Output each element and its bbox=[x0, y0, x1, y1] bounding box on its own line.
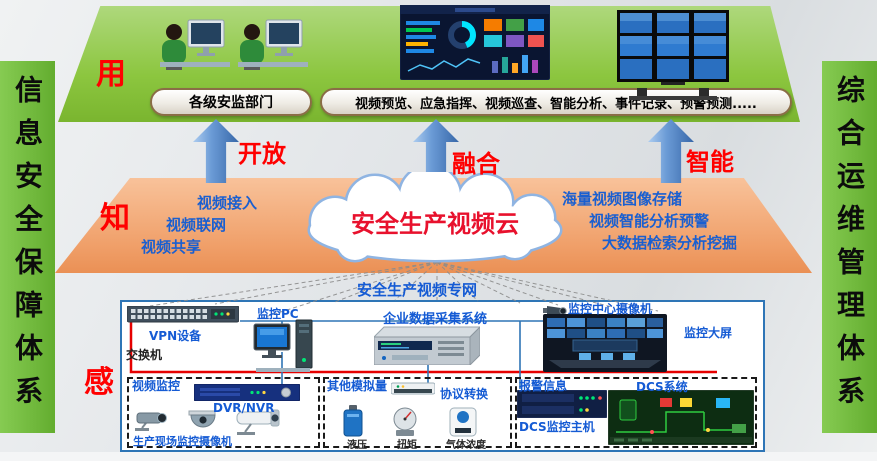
note-smart-analysis: 视频智能分析预警 bbox=[589, 212, 710, 230]
dvr-nvr-label: DVR/NVR bbox=[213, 401, 275, 415]
video-wall-image bbox=[617, 10, 729, 100]
functions-box: 视频预览、应急指挥、视频巡查、智能分析、事件记录、预警预测..... bbox=[320, 88, 792, 116]
dcs-system-label: DCS系统 bbox=[636, 380, 688, 394]
control-room-image bbox=[543, 314, 667, 372]
note-video-access: 视频接入 bbox=[197, 194, 258, 212]
vpn-device-label: VPN设备 bbox=[149, 329, 202, 343]
daq-system-label: 企业数据采集系统 bbox=[383, 312, 488, 327]
dept-box: 各级安监部门 bbox=[150, 88, 312, 116]
dvr-nvr-image bbox=[194, 384, 300, 401]
sensor-label-torque: 扭矩 bbox=[397, 440, 417, 451]
site-cameras-label: 生产现场监控摄像机 bbox=[133, 435, 232, 448]
sidebar-left-text: 信息安全保障体系 bbox=[11, 75, 44, 419]
center-camera-label: 监控中心摄像机 bbox=[568, 302, 653, 316]
converter-label: 协议转换 bbox=[440, 387, 489, 401]
sidebar-right-ops-management: 综合运维管理体系 bbox=[822, 61, 877, 433]
arrow-label-intelligent: 智能 bbox=[686, 148, 734, 176]
note-video-network: 视频联网 bbox=[166, 216, 227, 234]
ptz-camera-icon bbox=[543, 306, 567, 316]
monitor-pc-image bbox=[253, 319, 313, 372]
private-network-label: 安全生产视频专网 bbox=[357, 281, 478, 299]
sensor-label-hydraulic: 液压 bbox=[347, 440, 367, 451]
video-group-box bbox=[127, 377, 320, 448]
tag-sense: 感 bbox=[84, 365, 114, 400]
note-video-share: 视频共享 bbox=[141, 238, 202, 256]
note-mass-storage: 海量视频图像存储 bbox=[562, 190, 683, 208]
dashboard-screenshot-image bbox=[400, 5, 550, 80]
sidebar-left-info-security: 信息安全保障体系 bbox=[0, 61, 55, 433]
functions-box-label: 视频预览、应急指挥、视频巡查、智能分析、事件记录、预警预测..... bbox=[355, 96, 757, 112]
daq-server-image bbox=[374, 326, 480, 365]
arrow-label-fusion: 融合 bbox=[452, 150, 500, 178]
converter-device-image bbox=[391, 382, 435, 395]
sensors-image bbox=[343, 405, 477, 437]
dcs-screen-image bbox=[608, 390, 754, 445]
operators-workstations-image bbox=[160, 19, 308, 70]
alarm-group-title: 报警信息 bbox=[519, 379, 568, 393]
analog-group-box bbox=[323, 377, 512, 448]
dcs-host-label: DCS监控主机 bbox=[519, 420, 595, 434]
tag-know: 知 bbox=[100, 201, 130, 236]
red-bus-line bbox=[129, 307, 717, 374]
note-bigdata-mining: 大数据检索分析挖掘 bbox=[602, 234, 738, 252]
video-group-title: 视频监控 bbox=[132, 379, 181, 393]
site-cameras-image bbox=[135, 409, 280, 435]
cloud-title: 安全生产视频云 bbox=[351, 209, 519, 238]
analog-group-title: 其他模拟量 bbox=[327, 379, 388, 393]
monitor-pc-label: 监控PC bbox=[257, 307, 299, 321]
tag-use: 用 bbox=[96, 57, 126, 92]
sidebar-right-text: 综合运维管理体系 bbox=[833, 75, 866, 419]
alarm-group-box bbox=[515, 377, 757, 448]
sensor-label-gas: 气体浓度 bbox=[446, 440, 486, 451]
bottom-strip bbox=[0, 452, 877, 461]
arrow-label-open: 开放 bbox=[238, 140, 286, 168]
big-screen-label: 监控大屏 bbox=[684, 326, 733, 340]
dcs-host-image bbox=[517, 390, 607, 418]
switch-label: 交换机 bbox=[126, 348, 163, 362]
switch-device-image bbox=[127, 306, 239, 323]
dept-box-label: 各级安监部门 bbox=[189, 95, 273, 111]
